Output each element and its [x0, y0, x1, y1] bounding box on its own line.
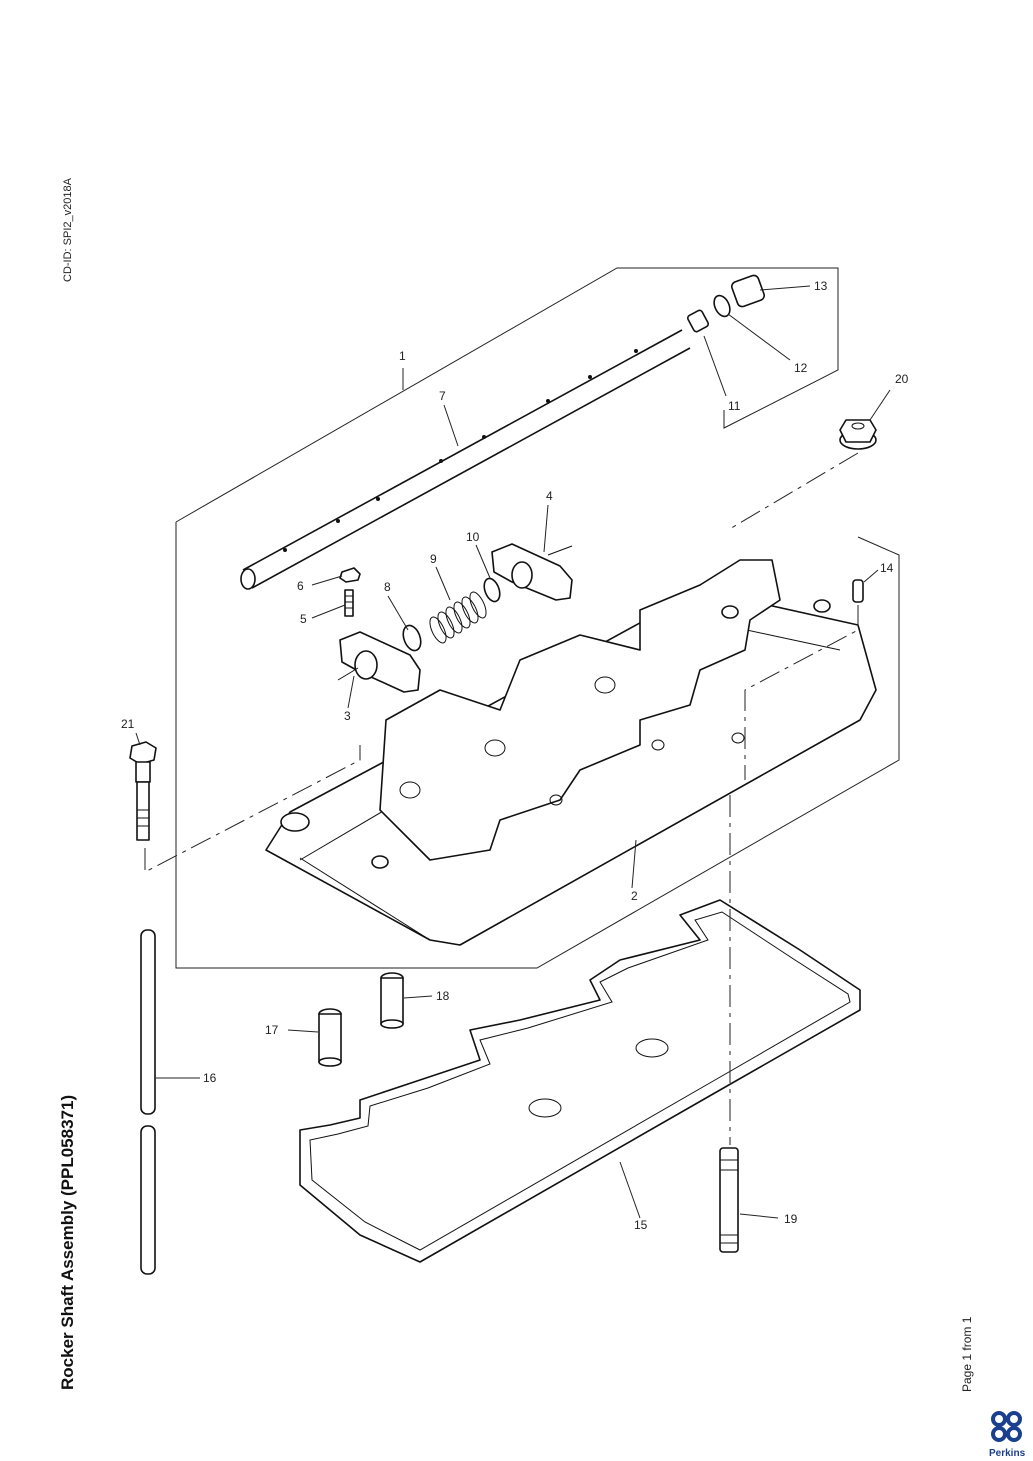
callout-6: 6 — [297, 579, 304, 593]
spring-9 — [429, 591, 487, 644]
callout-3: 3 — [344, 709, 351, 723]
stud-19 — [719, 1147, 739, 1253]
callout-10: 10 — [466, 530, 480, 544]
rocker-arm-4 — [491, 543, 573, 601]
callout-15: 15 — [634, 1218, 648, 1232]
rocker-shaft — [240, 329, 691, 590]
adjuster-nut-and-screw — [339, 567, 361, 617]
callout-12: 12 — [794, 361, 808, 375]
callout-17: 17 — [265, 1023, 279, 1037]
callout-18: 18 — [436, 989, 450, 1003]
assembly-group-outline — [175, 267, 839, 523]
callout-5: 5 — [300, 612, 307, 626]
gasket-15 — [299, 899, 861, 1263]
callout-13: 13 — [814, 279, 828, 293]
centre-line-14 — [744, 605, 859, 780]
assembly-group-outline-lower — [175, 522, 900, 969]
callout-19: 19 — [784, 1212, 798, 1226]
centre-line-20 — [727, 452, 859, 531]
callout-16: 16 — [203, 1071, 217, 1085]
centre-line-21 — [144, 745, 361, 873]
spring-washer-10 — [483, 577, 501, 603]
callout-4: 4 — [546, 489, 553, 503]
callout-2: 2 — [631, 889, 638, 903]
callout-11: 11 — [728, 399, 741, 413]
sleeve-17 — [318, 1008, 342, 1067]
ring-8 — [402, 624, 422, 652]
callout-1: 1 — [399, 349, 406, 363]
callout-14: 14 — [880, 561, 894, 575]
callout-7: 7 — [439, 389, 446, 403]
callout-8: 8 — [384, 580, 391, 594]
plug-parts — [686, 274, 765, 333]
dowel-14 — [852, 579, 864, 603]
callout-20: 20 — [895, 372, 909, 386]
rocker-arm-3 — [337, 631, 421, 693]
perkins-logo-icon — [991, 1411, 1022, 1442]
sleeve-18 — [380, 972, 404, 1029]
callout-9: 9 — [430, 552, 437, 566]
flange-nut — [839, 419, 877, 450]
leader-lines — [135, 285, 891, 1219]
bolt-21 — [129, 741, 157, 841]
rocker-housing — [265, 559, 877, 946]
callout-21: 21 — [121, 717, 135, 731]
brand-name: Perkins — [989, 1448, 1026, 1459]
pushrod-16 — [140, 929, 156, 1275]
